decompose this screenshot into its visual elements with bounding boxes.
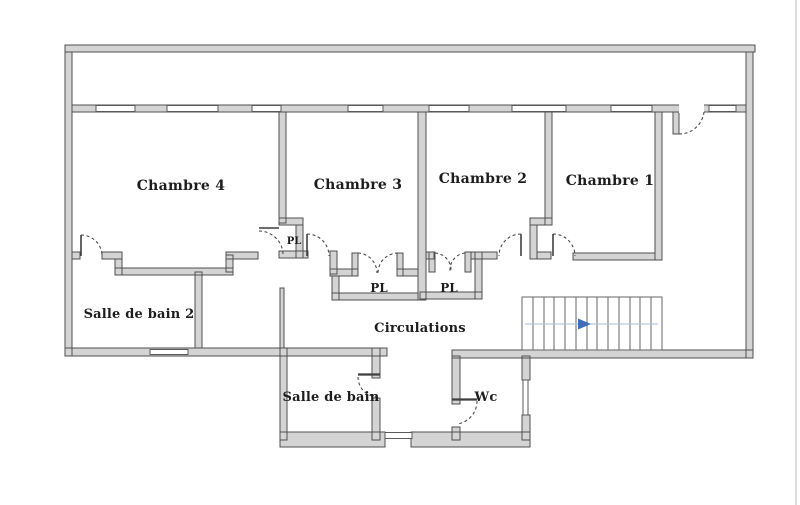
room-label-chambre-4: Chambre 4	[137, 178, 226, 194]
closet-label-pl-3: PL	[440, 281, 458, 295]
door-arc	[258, 230, 284, 255]
window	[511, 105, 567, 112]
windows	[95, 105, 737, 439]
window	[166, 105, 219, 112]
closet-door-arc	[434, 252, 452, 272]
door-arc	[80, 234, 103, 257]
door-arc	[357, 376, 379, 398]
window	[95, 105, 136, 112]
closet-door-arc	[377, 252, 399, 274]
door-arc	[552, 233, 576, 257]
room-label-salle-de-bain-2: Salle de bain 2	[84, 307, 195, 322]
window	[522, 379, 529, 416]
closet-label-pl-1: PL	[287, 236, 302, 247]
window	[149, 349, 189, 355]
room-labels: Chambre 4 Chambre 3 Chambre 2 Chambre 1 …	[84, 171, 655, 405]
window	[347, 105, 384, 112]
stairs-direction-arrow-icon	[578, 318, 591, 330]
room-label-salle-de-bain: Salle de bain	[283, 390, 380, 405]
room-label-circulations: Circulations	[374, 321, 466, 336]
band-door-gap	[679, 104, 704, 113]
door-arc	[678, 111, 705, 135]
photo-edge-line	[795, 0, 797, 505]
room-label-chambre-3: Chambre 3	[314, 177, 403, 193]
room-label-chambre-1: Chambre 1	[566, 173, 655, 189]
closet-door-arc	[357, 252, 378, 274]
closet-door-arc	[449, 252, 466, 272]
window	[428, 105, 470, 112]
door-swings	[80, 111, 705, 425]
room-label-wc: Wc	[474, 390, 498, 405]
door-arc	[498, 233, 522, 257]
window	[708, 105, 737, 112]
closet-label-pl-2: PL	[370, 281, 388, 295]
window	[384, 432, 413, 439]
stairs	[521, 296, 663, 351]
room-label-chambre-2: Chambre 2	[439, 171, 528, 187]
walls	[64, 44, 756, 448]
window	[610, 105, 653, 112]
window	[251, 105, 282, 112]
door-arc	[306, 233, 330, 257]
door-arc	[456, 400, 478, 425]
